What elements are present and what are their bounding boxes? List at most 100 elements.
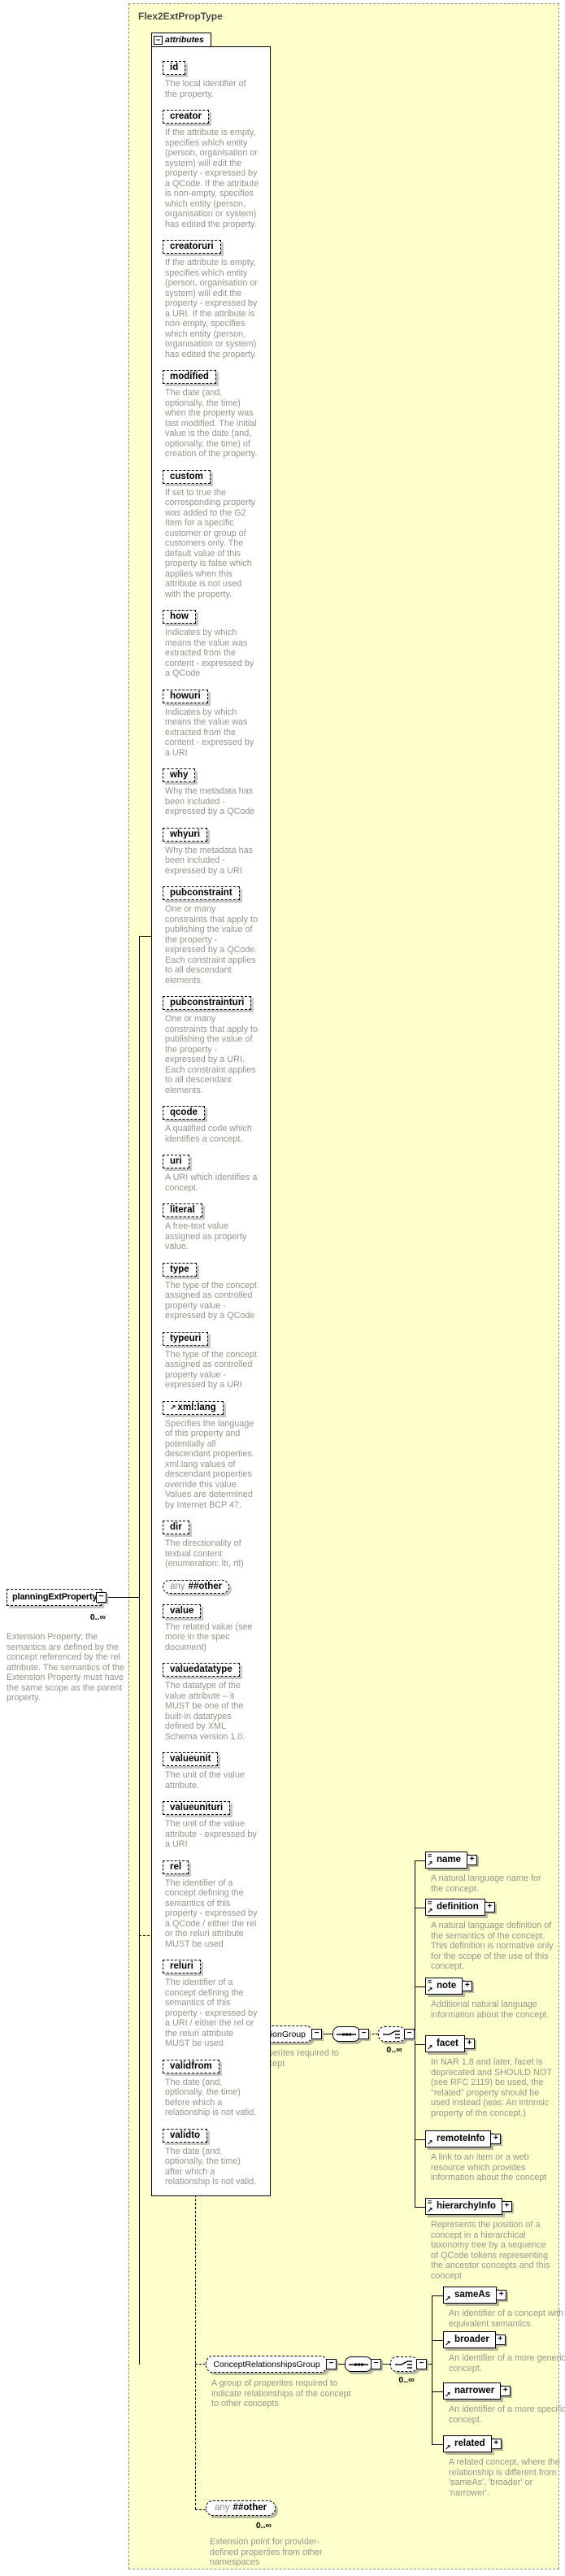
attribute-description: Specifies the language of this property …	[165, 1418, 254, 1510]
element-definition[interactable]: ≡ ↗ definition +	[425, 1899, 495, 1916]
wildcard-any-other[interactable]: any##other	[206, 2500, 276, 2516]
connector-main-trunk	[139, 936, 140, 2365]
element-planningExtProperty[interactable]: planningExtProperty	[7, 1589, 102, 1606]
element-related[interactable]: ↗ related +	[443, 2435, 502, 2452]
choice-compositor-icon[interactable]	[378, 2026, 406, 2042]
element-facet[interactable]: ↗ facet +	[425, 2035, 475, 2052]
any-prefix: any	[215, 2503, 230, 2513]
attribute-description: A URI which identifies a concept.	[165, 1173, 258, 1193]
expand-icon[interactable]: +	[462, 1981, 473, 1991]
group-ConceptRelationshipsGroup[interactable]: ConceptRelationshipsGroup	[206, 2356, 328, 2373]
attribute-name: xml:lang	[177, 1402, 216, 1412]
element-name[interactable]: ≡ ↗ name +	[425, 1852, 478, 1869]
attribute-description: Indicates by which means the value was e…	[165, 707, 254, 758]
attribute-box-dir[interactable]: dir	[163, 1521, 189, 1534]
connector-content-trunk	[195, 1935, 196, 2509]
choice-compositor-icon[interactable]	[390, 2356, 418, 2372]
attribute-description: The datatype of the value attribute – it…	[165, 1681, 246, 1742]
attribute-box-validfrom[interactable]: validfrom	[163, 2059, 219, 2073]
reference-arrow-icon: ↗	[445, 2295, 451, 2303]
sequence-compositor-icon[interactable]	[332, 2026, 360, 2042]
attribute-box-creator[interactable]: creator	[163, 110, 209, 124]
expand-icon[interactable]: +	[467, 1855, 478, 1865]
attribute-entry: why Why the metadata has been included -…	[163, 767, 260, 817]
text-lines-icon: ≡	[428, 1852, 432, 1860]
attribute-box-typeuri[interactable]: typeuri	[163, 1331, 209, 1346]
element-label: broader	[454, 2334, 489, 2344]
expand-icon[interactable]: +	[463, 2039, 475, 2049]
attribute-box-qcode[interactable]: qcode	[163, 1106, 205, 1120]
attribute-box-creatoruri[interactable]: creatoruri	[163, 240, 221, 254]
collapse-icon[interactable]: −	[416, 2359, 427, 2369]
attribute-box-literal[interactable]: literal	[163, 1203, 202, 1217]
sequence-compositor-icon[interactable]	[345, 2356, 372, 2372]
element-broader[interactable]: ↗ broader +	[443, 2331, 506, 2348]
attribute-description: Why the metadata has been included - exp…	[165, 786, 255, 816]
choice-cardinality: 0..∞	[398, 2375, 415, 2385]
connector-stub-broader	[432, 2340, 443, 2341]
collapse-icon[interactable]: −	[404, 2029, 415, 2039]
attribute-description: The local identifier of the property.	[165, 79, 246, 99]
expand-icon[interactable]: +	[490, 2134, 502, 2144]
attribute-box-valueunit[interactable]: valueunit	[163, 1752, 219, 1766]
attribute-box-value[interactable]: value	[163, 1603, 202, 1618]
attributes-tab[interactable]: − attributes	[151, 33, 211, 47]
attribute-box-reluri[interactable]: reluri	[163, 1960, 201, 1973]
text-lines-icon: ≡	[428, 1899, 432, 1907]
attribute-description: Indicates by which means the value was e…	[165, 628, 254, 678]
expand-icon[interactable]: +	[490, 2439, 502, 2449]
expand-icon[interactable]: +	[500, 2386, 511, 2396]
element-remoteInfo[interactable]: ↗ remoteInfo +	[425, 2130, 502, 2147]
connector-stub-name	[415, 1860, 425, 1861]
expand-icon[interactable]: +	[501, 2201, 512, 2212]
attribute-box-pubconstrainturi[interactable]: pubconstrainturi	[163, 996, 252, 1010]
reference-arrow-icon: ↗	[427, 1860, 433, 1868]
expand-icon[interactable]: +	[484, 1902, 495, 1912]
attribute-box-how[interactable]: how	[163, 610, 196, 624]
attribute-box-modified[interactable]: modified	[163, 370, 216, 384]
attribute-box-howuri[interactable]: howuri	[163, 689, 208, 703]
element-label: note	[437, 1981, 457, 1991]
collapse-icon[interactable]: −	[326, 2359, 337, 2369]
reference-arrow-icon: ↗	[427, 2139, 433, 2147]
attribute-description: A qualified code which identifies a conc…	[165, 1124, 252, 1144]
element-narrower[interactable]: ↗ narrower +	[443, 2382, 511, 2400]
attribute-box-id[interactable]: id	[163, 61, 186, 75]
expand-icon[interactable]: +	[496, 2290, 507, 2300]
collapse-icon[interactable]: −	[311, 2029, 322, 2039]
reference-arrow-icon: ↗	[427, 1907, 433, 1915]
attribute-box-type[interactable]: type	[163, 1262, 197, 1277]
element-label: definition	[437, 1902, 479, 1912]
attribute-box-valueunituri[interactable]: valueunituri	[163, 1801, 231, 1815]
element-hierarchyInfo[interactable]: ≡ ↗ hierarchyInfo +	[425, 2198, 512, 2215]
element-sameAs[interactable]: ↗ sameAs +	[443, 2287, 507, 2304]
attribute-box-validto[interactable]: validto	[163, 2128, 208, 2143]
attribute-description: If the attribute is empty, specifies whi…	[165, 128, 259, 229]
attribute-entry: validto The date (and, optionally, the t…	[163, 2127, 260, 2187]
attribute-box-any-other[interactable]: any##other	[163, 1579, 230, 1594]
attribute-description: If the attribute is empty, specifies whi…	[165, 258, 259, 359]
attribute-entry: uri A URI which identifies a concept.	[163, 1153, 260, 1193]
reference-arrow-icon: ↗	[445, 2443, 451, 2452]
collapse-icon[interactable]: −	[371, 2359, 381, 2369]
attribute-box-xml-lang[interactable]: ↗xml:lang	[163, 1400, 224, 1415]
connector-stub-sameAs	[432, 2295, 443, 2296]
attribute-box-rel[interactable]: rel	[163, 1860, 189, 1874]
connector-element-to-trunk	[106, 1597, 139, 1598]
attribute-box-whyuri[interactable]: whyuri	[163, 827, 208, 842]
element-description: A natural language name for the concept.	[431, 1873, 541, 1894]
attribute-box-uri[interactable]: uri	[163, 1155, 189, 1168]
collapse-icon[interactable]: −	[96, 1592, 106, 1603]
attribute-entry: value The related value (see more in the…	[163, 1603, 260, 1653]
element-note[interactable]: ≡ ↗ note +	[425, 1978, 473, 1995]
cardinality-label: 0..∞	[89, 1612, 106, 1622]
collapse-icon[interactable]: −	[359, 2029, 369, 2039]
collapse-icon[interactable]: −	[154, 35, 163, 45]
attribute-description: The date (and, optionally, the time) aft…	[165, 2146, 257, 2187]
attribute-box-custom[interactable]: custom	[163, 469, 211, 484]
attribute-box-pubconstraint[interactable]: pubconstraint	[163, 886, 240, 900]
attribute-entry: reluri The identifier of a concept defin…	[163, 1958, 260, 2049]
expand-icon[interactable]: +	[494, 2334, 506, 2345]
attribute-box-why[interactable]: why	[163, 768, 196, 782]
attribute-box-valuedatatype[interactable]: valuedatatype	[163, 1663, 240, 1677]
